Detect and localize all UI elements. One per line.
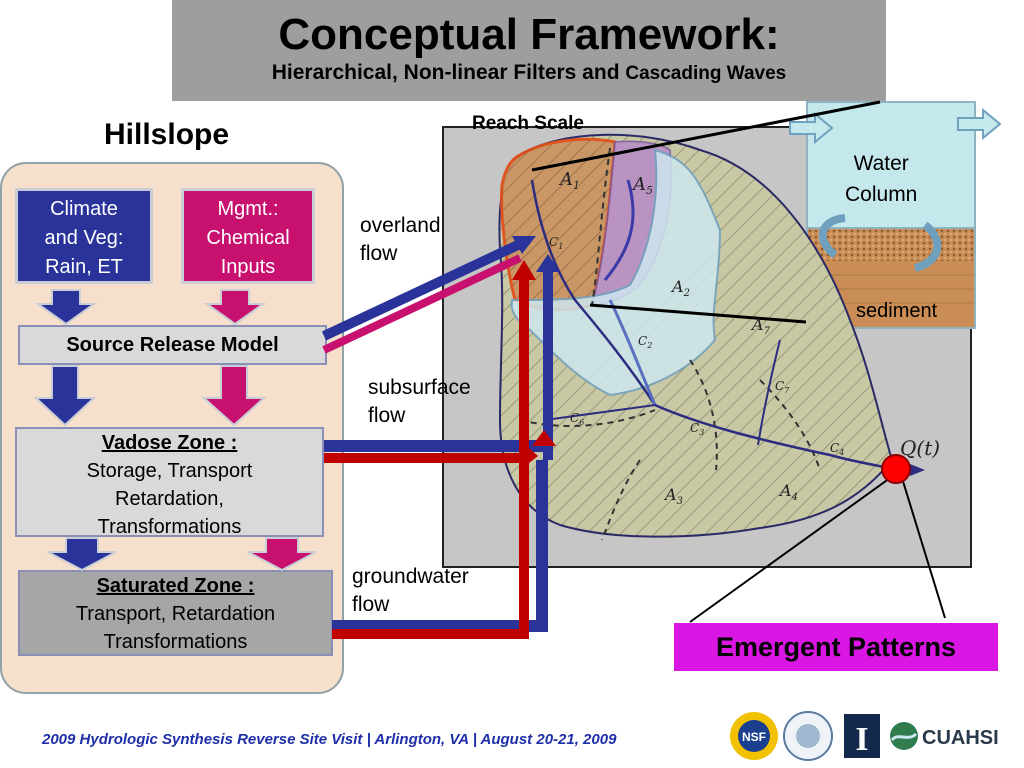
saturated-zone-box: Saturated Zone : Transport, Retardation …	[18, 570, 333, 656]
groundwater-flow-arrow-red	[332, 278, 529, 639]
reach-scale-label: Reach Scale	[472, 113, 584, 134]
groundwater-red-head	[512, 260, 536, 280]
water-column-line-1: Water	[853, 152, 909, 175]
boundary-a3-a4	[601, 459, 641, 541]
vadose-line-3: Transformations	[97, 516, 242, 538]
subtitle-part-a: Hierarchical, Non-linear Filters and	[271, 61, 620, 84]
label-a7: A7	[750, 315, 771, 337]
label-c3: C3	[690, 421, 704, 437]
stream-c2	[608, 299, 657, 406]
label-a5: A5	[631, 174, 653, 197]
overland-navy-head	[512, 236, 536, 254]
climate-veg-box: Climate and Veg: Rain, ET	[15, 188, 153, 284]
cuahsi-logo-icon: CUAHSI	[890, 722, 999, 750]
climate-line-3: Rain, ET	[45, 256, 123, 278]
reach-overlay	[510, 148, 722, 397]
stream-c7	[757, 339, 781, 446]
label-c1: C1	[549, 235, 563, 251]
water-column-line-2: Column	[845, 183, 918, 206]
overland-line-1: overland	[360, 214, 441, 237]
groundwater-line-1: groundwater	[352, 565, 469, 588]
groundwater-flow-arrow-navy	[332, 460, 548, 632]
exchange-arrow-right	[913, 221, 942, 272]
subsurface-flow-label: subsurface flow	[368, 374, 471, 430]
groundwater-navy-head	[536, 254, 560, 272]
boundary-a1-a5	[591, 147, 611, 306]
label-a4: A4	[778, 481, 798, 503]
saturated-line-1: Transport, Retardation	[75, 603, 276, 625]
title-banner: Conceptual Framework: Hierarchical, Non-…	[172, 0, 886, 101]
footer-text: 2009 Hydrologic Synthesis Reverse Site V…	[42, 731, 617, 748]
groundwater-flow-label: groundwater flow	[352, 563, 469, 619]
emergent-patterns-box: Emergent Patterns	[674, 623, 998, 671]
flow-out-arrow-icon	[957, 107, 1002, 141]
down-arrow-climate-3	[47, 537, 117, 572]
slide-title: Conceptual Framework:	[278, 10, 780, 59]
down-arrow-mgmt-3	[247, 537, 317, 572]
emergent-connector-right	[901, 477, 946, 619]
label-c7: C7	[775, 379, 790, 395]
overland-flow-arrow-magenta	[322, 254, 522, 354]
stream-c3-c4	[654, 403, 901, 472]
water-column-label: Water Column	[845, 148, 917, 210]
flow-in-arrow-icon	[789, 111, 834, 145]
subsurface-line-2: flow	[368, 404, 406, 427]
vadose-zone-box: Vadose Zone : Storage, Transport Retarda…	[15, 427, 324, 538]
exchange-arrow-left	[818, 214, 846, 259]
down-arrow-mgmt-2	[201, 365, 267, 427]
saturated-zone-title: Saturated Zone :	[96, 575, 255, 597]
svg-text:NSF: NSF	[742, 730, 766, 744]
vadose-zone-title: Vadose Zone :	[101, 432, 238, 454]
subtitle-part-b: Cascading Waves	[625, 63, 787, 84]
emergent-connector-left	[689, 477, 891, 623]
label-a3: A3	[663, 485, 683, 507]
climate-line-2: and Veg:	[44, 227, 124, 249]
svg-text:I: I	[855, 721, 868, 758]
mgmt-line-2: Chemical	[206, 227, 290, 249]
svg-text:CUAHSI: CUAHSI	[922, 727, 999, 749]
water-column-box	[806, 101, 976, 231]
label-c2: C2	[638, 334, 652, 350]
vadose-line-2: Retardation,	[115, 488, 224, 510]
subsurface-up-head	[532, 430, 556, 446]
overland-flow-label: overland flow	[360, 212, 441, 268]
sediment-label: sediment	[856, 300, 938, 322]
subsurface-line-1: subsurface	[368, 376, 471, 399]
down-arrow-climate-2	[33, 365, 97, 427]
down-arrow-climate-1	[34, 289, 98, 326]
outlet-point-icon	[881, 454, 911, 484]
hillslope-label: Hillslope	[104, 118, 230, 151]
slide-subtitle: Hierarchical, Non-linear Filters and Cas…	[172, 60, 886, 87]
overland-flow-arrow-navy	[321, 239, 523, 341]
overland-line-2: flow	[360, 242, 398, 265]
boundary-a3	[689, 359, 718, 471]
nsf-logo-icon: NSF	[730, 712, 778, 760]
boundary-a6	[519, 409, 656, 427]
label-a1: A1	[558, 169, 580, 192]
mgmt-line-1: Mgmt.:	[217, 198, 279, 220]
saturated-line-2: Transformations	[103, 631, 248, 653]
label-qt: Q(t)	[900, 436, 940, 460]
groundwater-line-2: flow	[352, 593, 390, 616]
agency-seal-icon	[783, 711, 833, 761]
sponsor-logos: NSF I CUAHSI	[730, 711, 999, 761]
mgmt-line-3: Inputs	[220, 256, 276, 278]
vadose-line-1: Storage, Transport	[86, 460, 253, 482]
label-a2: A2	[670, 277, 690, 299]
label-c4: C4	[830, 441, 844, 457]
reach-connector-bottom	[589, 303, 807, 324]
map-labels: A1 A5 A2 A7 A3 A4 C1 C2 C3 C4 C6 C7 Q(t)	[549, 169, 940, 507]
stream-c1	[530, 179, 657, 406]
climate-line-1: Climate	[50, 198, 118, 220]
stream-c6	[544, 404, 656, 421]
illinois-logo-icon: I	[844, 714, 880, 758]
reach-connector-top	[531, 100, 881, 172]
stream-c5	[603, 179, 635, 281]
mgmt-chemical-box: Mgmt.: Chemical Inputs	[181, 188, 315, 284]
label-c6: C6	[570, 411, 584, 427]
outlet-arrowhead	[910, 464, 925, 476]
down-arrow-mgmt-1	[203, 289, 267, 326]
